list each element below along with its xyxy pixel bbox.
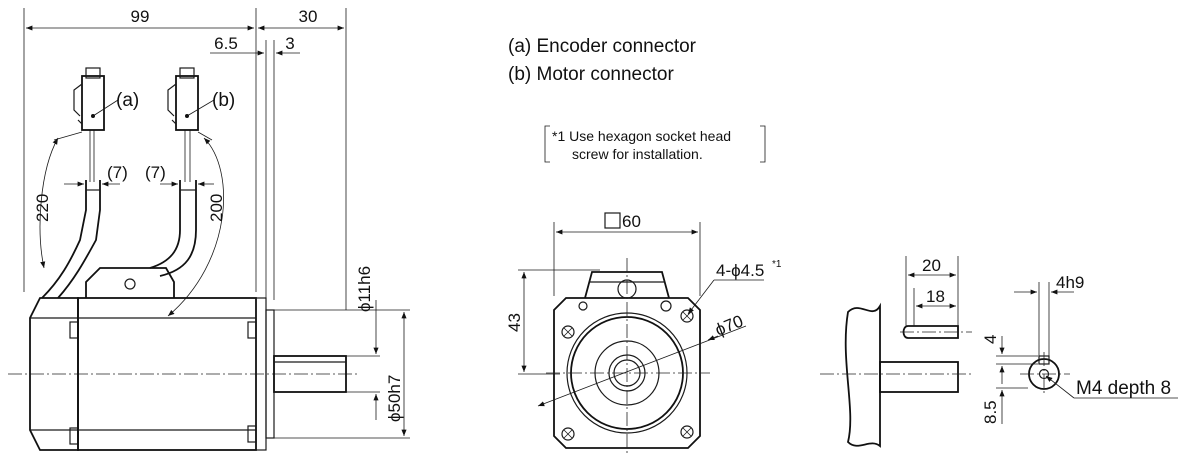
cable-length-a: 220 — [33, 194, 52, 222]
legend-encoder: (a) Encoder connector — [508, 36, 697, 57]
holes-note-mark: *1 — [772, 259, 782, 270]
note-line-2: screw for installation. — [572, 146, 703, 162]
dim-20: 20 — [922, 256, 941, 275]
legend: (a) Encoder connector (b) Motor connecto… — [508, 36, 697, 85]
dim-offset-8-5: 8.5 — [981, 400, 1000, 424]
front-view: 60 43 ϕ70 — [505, 212, 782, 456]
cable-dia-b: (7) — [145, 163, 166, 182]
dim-dia-50h7: ϕ50h7 — [385, 375, 404, 422]
mounting-holes — [561, 300, 694, 441]
dim-key-width: 4h9 — [1056, 273, 1084, 292]
shaft-detail: 20 18 4h9 4 8.5 M4 depth 8 — [820, 256, 1178, 448]
dim-square-60: 60 — [622, 212, 641, 231]
side-view: 99 30 6.5 3 — [8, 7, 410, 451]
note-line-1: *1 Use hexagon socket head — [552, 128, 731, 144]
dim-pcd-70: ϕ70 — [712, 311, 745, 339]
square-symbol-icon — [604, 212, 621, 229]
dim-18: 18 — [926, 287, 945, 306]
dim-99: 99 — [131, 7, 150, 26]
dim-holes: 4-ϕ4.5 — [716, 261, 764, 280]
note-box: *1 Use hexagon socket head screw for ins… — [544, 125, 766, 163]
dim-dia-11h6: ϕ11h6 — [355, 266, 374, 312]
cable-length-b: 200 — [207, 194, 226, 222]
callout-a: (a) — [116, 90, 139, 111]
dim-key-depth: 4 — [981, 335, 1000, 344]
dim-3: 3 — [285, 34, 294, 53]
callout-b: (b) — [212, 90, 235, 111]
thread-spec: M4 depth 8 — [1076, 378, 1171, 399]
dim-6-5: 6.5 — [214, 34, 238, 53]
cable-dia-a: (7) — [107, 163, 128, 182]
dim-30: 30 — [299, 7, 318, 26]
legend-motor: (b) Motor connector — [508, 64, 674, 85]
dim-43: 43 — [505, 313, 524, 332]
